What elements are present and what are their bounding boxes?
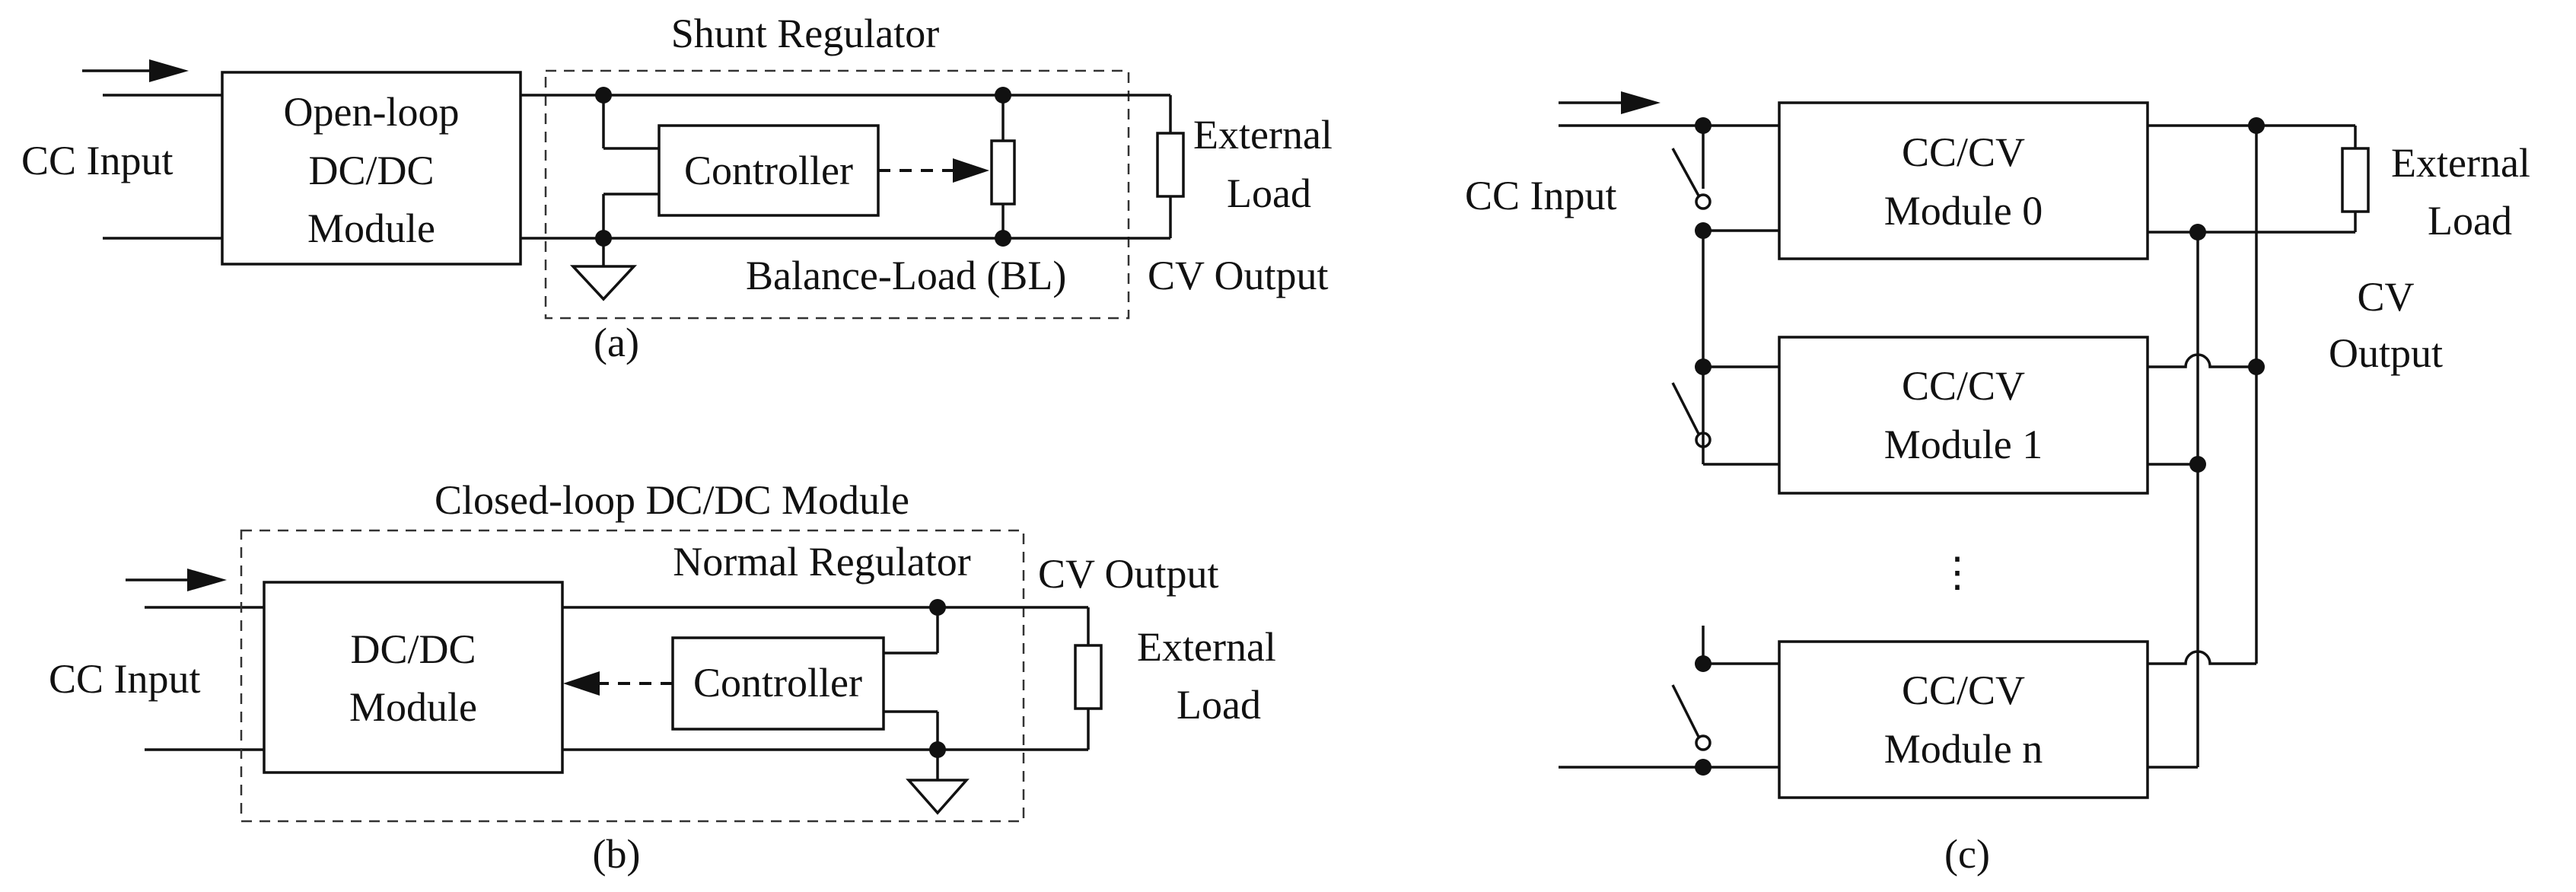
controller-box xyxy=(671,636,885,731)
junction-dot xyxy=(995,87,1011,104)
caption-a: (a) xyxy=(594,320,639,365)
cv-output-label: CV Output xyxy=(1148,253,1329,298)
ground-icon xyxy=(569,265,638,301)
input-arrow-head xyxy=(1621,91,1661,114)
junction-dot xyxy=(929,741,946,758)
junction-dot xyxy=(1695,222,1711,239)
input-switch-n xyxy=(1671,684,1700,737)
external-load-label-line1: External xyxy=(2391,140,2530,186)
cv-output-label-line2: Output xyxy=(2329,330,2443,376)
junction-dot xyxy=(2248,358,2265,375)
input-arrow-head xyxy=(187,569,227,591)
module-0-box xyxy=(1778,101,2149,260)
dcdc-module-box xyxy=(263,581,564,774)
module-1-label-line1: CC/CV xyxy=(1902,363,2025,409)
module-1-box xyxy=(1778,336,2149,495)
input-switch-0 xyxy=(1671,148,1700,196)
external-load-label-line2: Load xyxy=(1227,170,1311,216)
closed-loop-boundary xyxy=(240,529,1025,823)
junction-dot xyxy=(1695,655,1711,672)
input-switch-1 xyxy=(1671,382,1700,435)
junction-dot xyxy=(595,230,612,247)
module-label-line2: DC/DC xyxy=(308,148,434,193)
junction-dot xyxy=(2248,117,2265,134)
external-load-label-line2: Load xyxy=(2428,198,2512,244)
external-load-label-line1: External xyxy=(1193,112,1333,158)
shunt-regulator-title: Shunt Regulator xyxy=(671,11,939,56)
module-0-label-line2: Module 0 xyxy=(1884,188,2043,234)
junction-dot xyxy=(2189,456,2206,473)
module-1-output-top xyxy=(2148,353,2256,368)
module-label-line1: Open-loop xyxy=(284,89,460,135)
switch-contact xyxy=(1695,734,1711,751)
switch-contact xyxy=(1695,193,1711,210)
module-0-label-line1: CC/CV xyxy=(1902,129,2025,175)
normal-regulator-label: Normal Regulator xyxy=(673,539,970,585)
caption-b: (b) xyxy=(593,831,641,877)
panel-a: CC Input Open-loop DC/DC Module Shunt Re… xyxy=(21,11,1333,365)
panel-b: CC Input Closed-loop DC/DC Module Normal… xyxy=(49,477,1276,877)
controller-label: Controller xyxy=(693,660,862,706)
module-label-line3: Module xyxy=(307,205,435,251)
cc-input-label: CC Input xyxy=(49,656,201,702)
controller-label: Controller xyxy=(684,148,853,193)
cc-input-label: CC Input xyxy=(21,138,174,183)
open-loop-module-box xyxy=(221,71,522,266)
input-arrow-head xyxy=(149,59,189,82)
balance-load-label: Balance-Load (BL) xyxy=(746,253,1066,298)
junction-dot xyxy=(2189,224,2206,241)
shunt-regulator-boundary xyxy=(544,69,1130,320)
module-n-label-line2: Module n xyxy=(1884,726,2043,772)
external-load-resistor xyxy=(1156,132,1185,198)
panel-c: CC Input CC/CV Module 0 CC/CV Module 1 ⋮… xyxy=(1465,91,2530,877)
module-label-line2: Module xyxy=(349,684,477,730)
junction-dot xyxy=(1695,117,1711,134)
balance-load-resistor xyxy=(990,139,1016,205)
switch-contact xyxy=(1695,432,1711,448)
module-label-line1: DC/DC xyxy=(350,626,476,672)
junction-dot xyxy=(595,87,612,104)
module-n-output-top xyxy=(2148,650,2256,665)
ellipsis: ⋮ xyxy=(1937,550,1978,595)
module-n-box xyxy=(1778,640,2149,799)
control-arrow-head xyxy=(563,671,600,696)
closed-loop-title: Closed-loop DC/DC Module xyxy=(435,477,909,523)
junction-dot xyxy=(929,599,946,616)
junction-dot xyxy=(995,230,1011,247)
control-arrow-head xyxy=(953,158,989,183)
external-load-label-line2: Load xyxy=(1177,682,1261,728)
cv-output-label-line1: CV xyxy=(2357,274,2414,320)
ground-icon xyxy=(906,779,970,815)
module-1-label-line2: Module 1 xyxy=(1884,422,2043,467)
caption-c: (c) xyxy=(1944,831,1990,877)
junction-dot xyxy=(1695,759,1711,776)
junction-dot xyxy=(1695,358,1711,375)
external-load-resistor xyxy=(2341,147,2370,213)
cv-output-label: CV Output xyxy=(1038,551,1219,597)
module-n-label-line1: CC/CV xyxy=(1902,667,2025,713)
external-load-label-line1: External xyxy=(1137,624,1276,670)
external-load-resistor xyxy=(1074,644,1103,710)
cc-input-label: CC Input xyxy=(1465,173,1617,218)
